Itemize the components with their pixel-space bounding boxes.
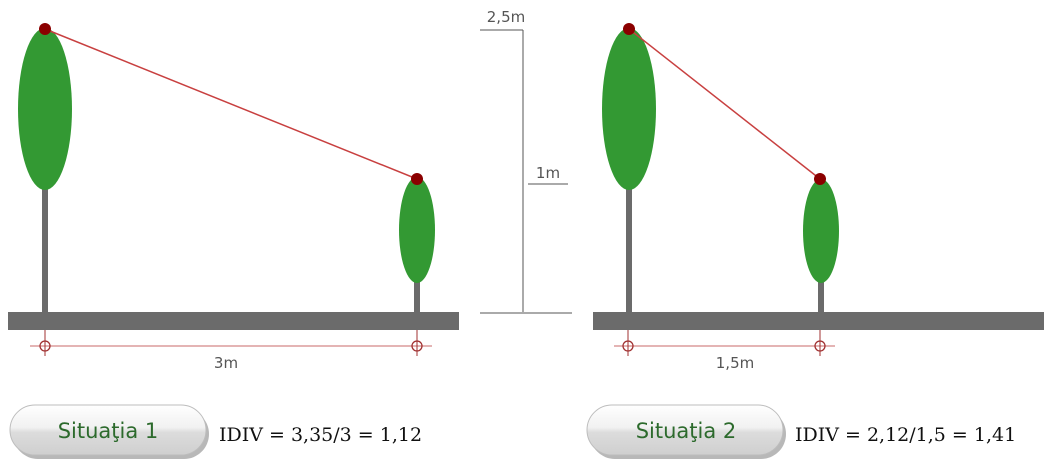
tree-trunk: [626, 180, 632, 312]
situation-1-diagram: 3m: [8, 23, 459, 372]
ground-bar: [593, 312, 1044, 330]
situation-2-formula: IDIV = 2,12/1,5 = 1,41: [795, 424, 1016, 446]
ground-bar: [8, 312, 459, 330]
scale-top-label: 2,5m: [487, 8, 525, 26]
distance-label: 3m: [214, 354, 238, 372]
connector-line: [45, 29, 417, 179]
connector-line: [629, 29, 820, 179]
scale-mid-label: 1m: [536, 164, 560, 182]
tree-crown: [399, 177, 435, 283]
tree-crown: [602, 28, 656, 190]
situation-1-button-label: Situaţia 1: [58, 419, 159, 443]
crown-top-point: [39, 23, 51, 35]
situation-1-button[interactable]: Situaţia 1: [10, 405, 209, 459]
situation-1-formula: IDIV = 3,35/3 = 1,12: [219, 424, 422, 446]
tree-trunk: [818, 278, 824, 312]
tree-crown: [803, 179, 839, 283]
distance-label: 1,5m: [716, 354, 754, 372]
height-scale: 2,5m 1m: [480, 8, 572, 313]
situation-2-button[interactable]: Situaţia 2: [587, 405, 786, 459]
tree-crown: [18, 28, 72, 190]
crown-top-point: [623, 23, 635, 35]
crown-top-point: [814, 173, 826, 185]
tree-trunk: [42, 180, 48, 312]
situation-2-button-label: Situaţia 2: [636, 419, 737, 443]
situation-2-diagram: 1,5m: [593, 23, 1044, 372]
crown-top-point: [411, 173, 423, 185]
